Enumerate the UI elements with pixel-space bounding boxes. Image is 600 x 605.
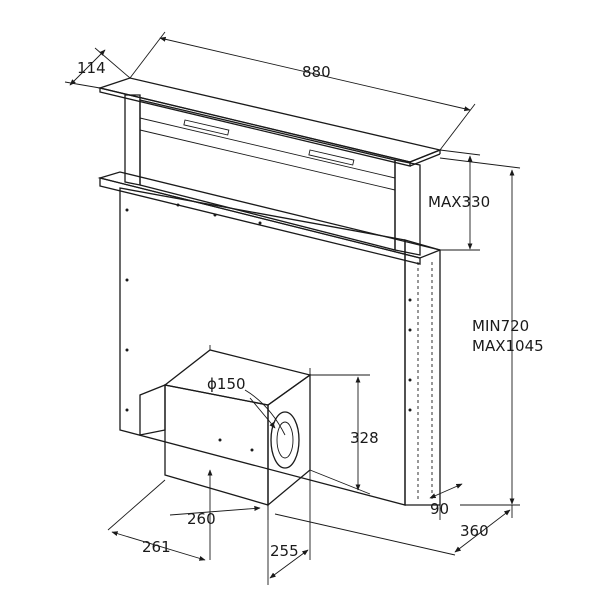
dim-880 [129,31,476,151]
dim-255 [267,470,311,585]
dim-150 [249,397,276,429]
dim-90-label: 90 [430,500,449,518]
dim-height-min-label: MIN720 [472,317,529,335]
dim-261-label: 261 [142,538,171,556]
dim-880-label: 880 [302,63,331,81]
dim-260 [169,469,261,560]
dim-328-label: 328 [350,429,379,447]
mounting-holes [125,203,412,452]
dim-114 [64,47,131,89]
dim-90 [429,483,463,520]
dim-261 [107,479,206,561]
back-panel [119,187,441,506]
dim-max330-label: MAX330 [428,193,490,211]
dim-150-label: ϕ150 [207,375,246,393]
dim-260-label: 260 [187,510,216,528]
dim-328 [309,374,371,495]
dim-255-label: 255 [270,542,299,560]
hood-body [124,94,421,256]
dim-114-label: 114 [77,59,106,77]
motor-box [139,345,312,507]
dim-height [439,157,521,506]
dim-360-label: 360 [460,522,489,540]
dim-max330 [439,149,481,251]
dim-height-max-label: MAX1045 [472,337,544,355]
